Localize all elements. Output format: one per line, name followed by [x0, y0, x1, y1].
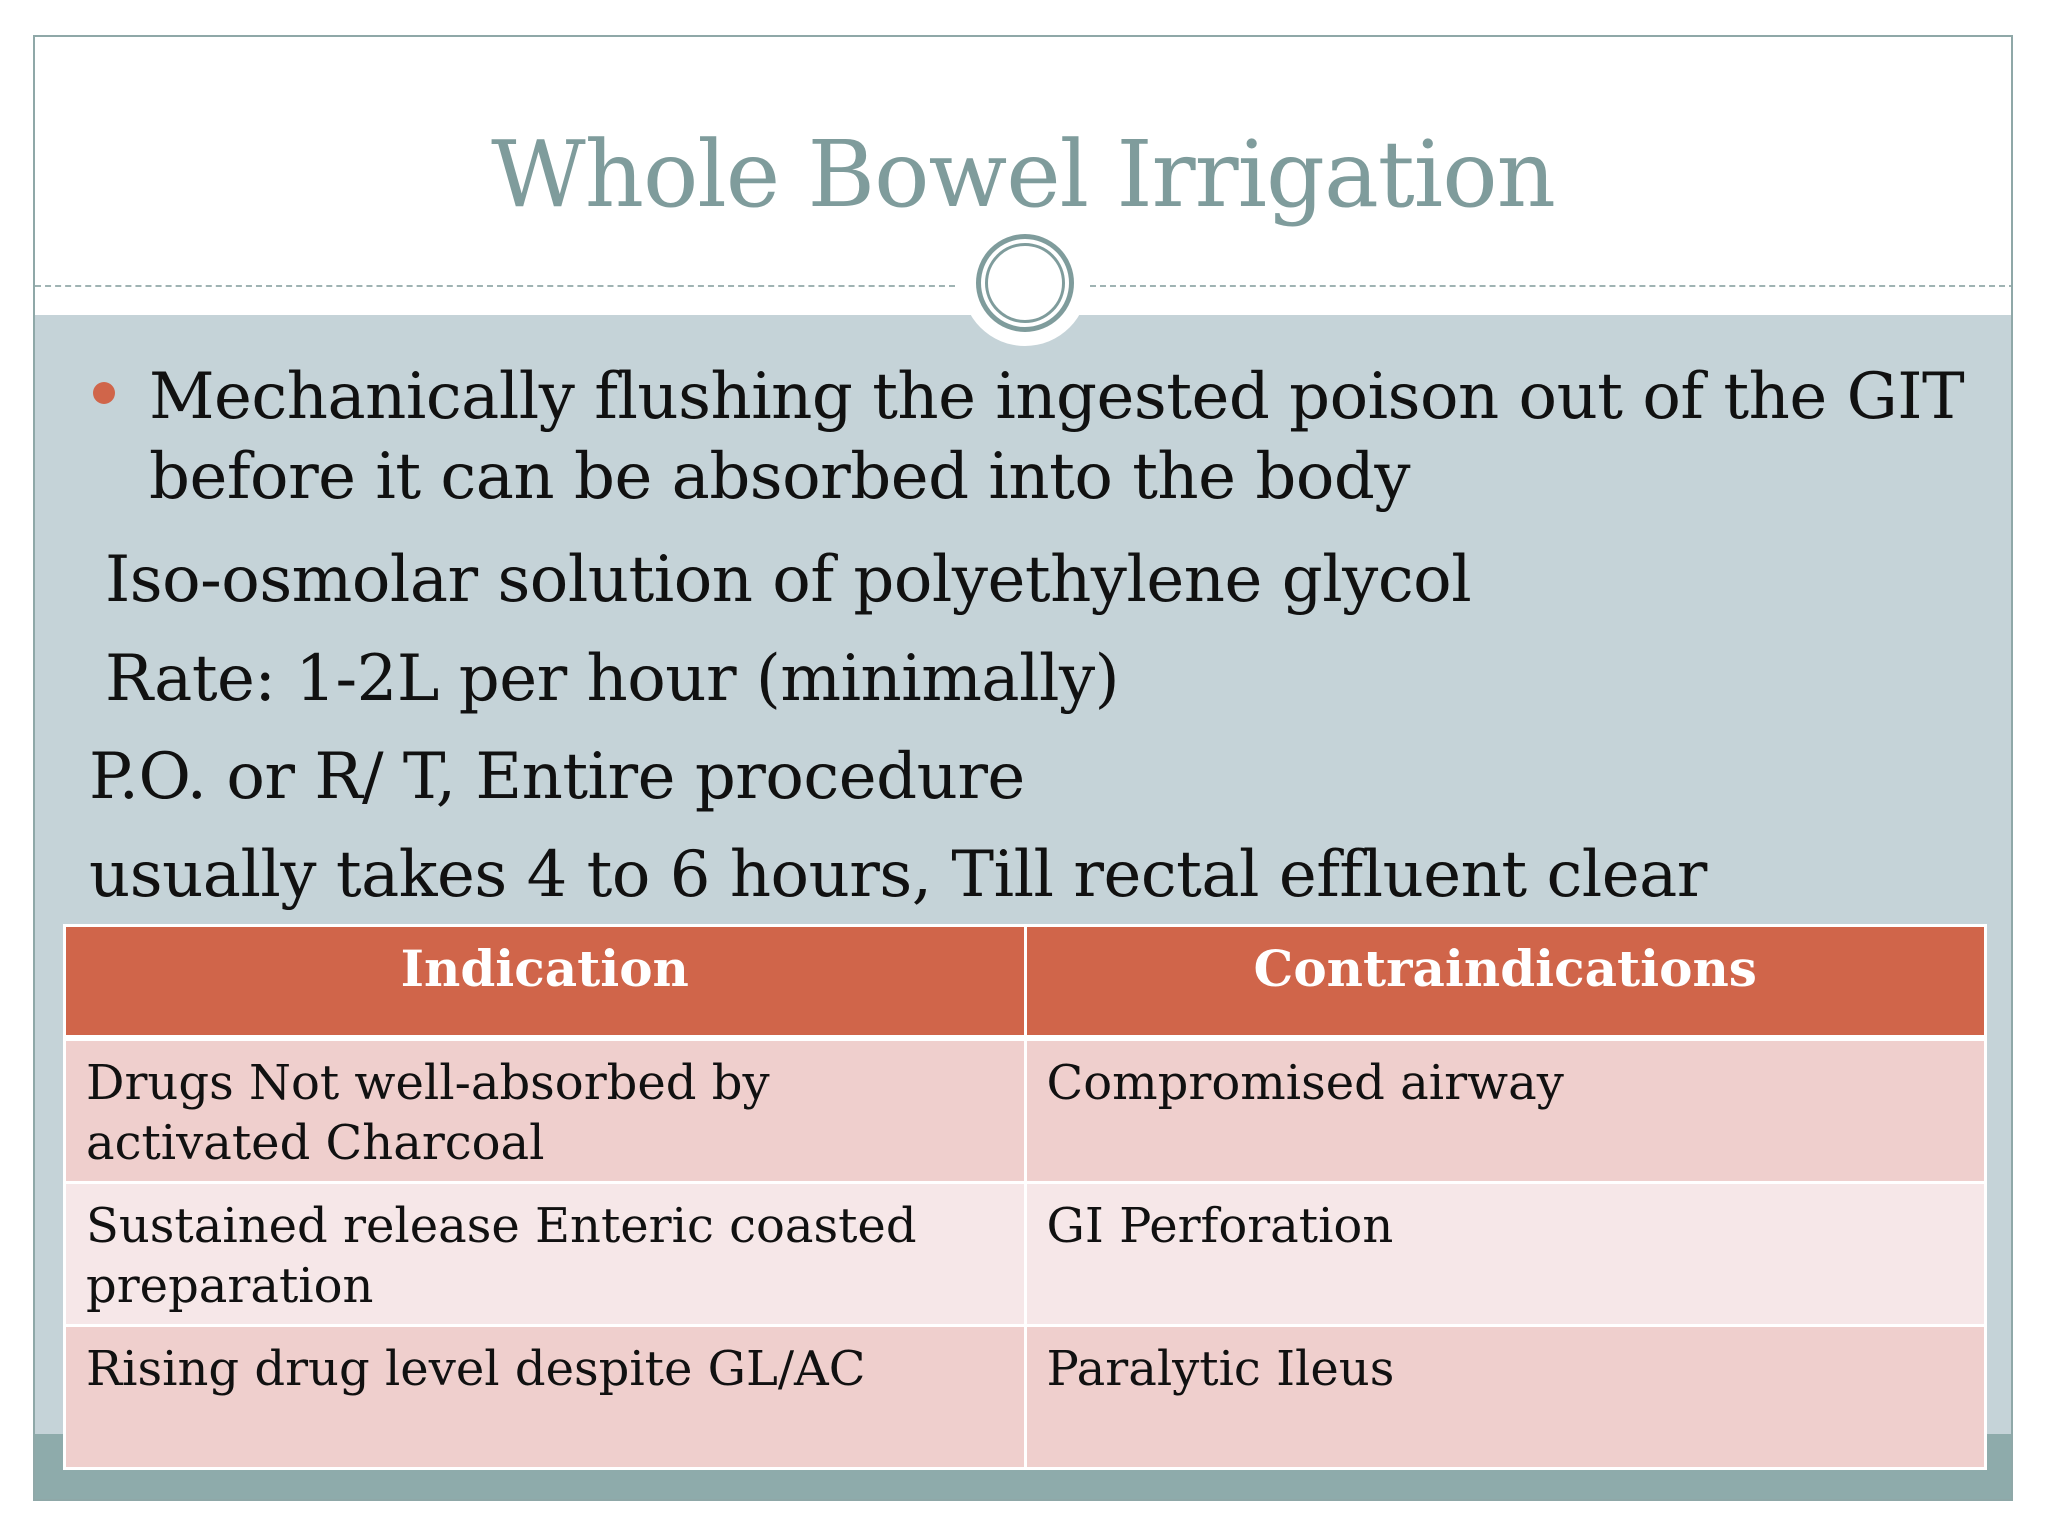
divider-ring-inner [985, 243, 1065, 323]
contraindication-cell: GI Perforation [1023, 1180, 1987, 1327]
header-indication: Indication [63, 924, 1027, 1041]
indication-cell: Drugs Not well-absorbed by activated Cha… [63, 1036, 1027, 1184]
table-header-row: Indication Contraindications [63, 924, 1987, 1041]
slide-title: Whole Bowel Irrigation [491, 121, 1556, 228]
title-divider-left [35, 285, 955, 287]
bullet-dot-icon [93, 382, 115, 404]
indication-cell: Rising drug level despite GL/AC [63, 1323, 1027, 1470]
body-line-solution: Iso-osmolar solution of polyethylene gly… [105, 543, 1472, 617]
contraindication-cell: Paralytic Ileus [1023, 1323, 1987, 1470]
table-row: Drugs Not well-absorbed by activated Cha… [63, 1036, 1987, 1184]
contraindication-cell: Compromised airway [1023, 1036, 1987, 1184]
indication-cell: Sustained release Enteric coasted prepar… [63, 1180, 1027, 1327]
table-row: Sustained release Enteric coasted prepar… [63, 1180, 1987, 1327]
table-row: Rising drug level despite GL/AC Paralyti… [63, 1323, 1987, 1470]
title-divider-right [1090, 285, 2011, 287]
body-line-duration: usually takes 4 to 6 hours, Till rectal … [89, 838, 1707, 912]
slide: Whole Bowel Irrigation Mechanically flus… [33, 35, 2013, 1501]
body-line-rate: Rate: 1-2L per hour (minimally) [105, 642, 1120, 716]
body-line-route: P.O. or R/ T, Entire procedure [89, 740, 1025, 814]
indications-table: Indication Contraindications Drugs Not w… [63, 924, 1987, 1470]
header-contraindications: Contraindications [1023, 924, 1987, 1041]
bullet-text: Mechanically flushing the ingested poiso… [149, 360, 1965, 514]
